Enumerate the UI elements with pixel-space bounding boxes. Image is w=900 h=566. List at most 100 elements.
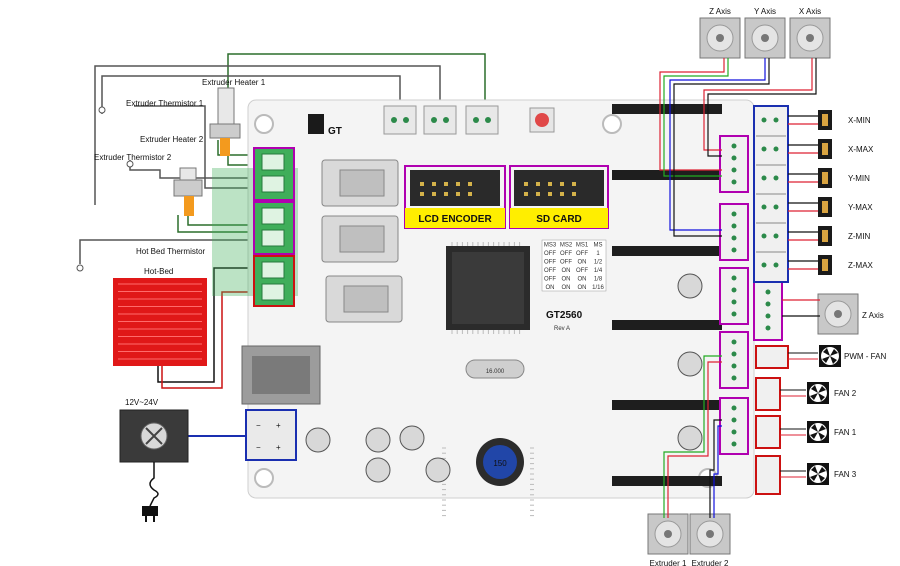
lcd-encoder-label-bg (405, 208, 505, 228)
mosfets (321, 159, 403, 323)
brand-text: GT (328, 126, 342, 137)
revision-label: Rev A (554, 326, 570, 332)
sd-card-label-bg (510, 208, 608, 228)
fan-icon (807, 421, 829, 443)
stepper-motor: Z Axis (699, 7, 741, 59)
mount-hole (254, 114, 274, 134)
crystal: 16.000 (465, 359, 525, 379)
motor-label: X Axis (799, 7, 821, 16)
thermistor-2-icon (126, 160, 134, 168)
label-power-supply: 12V~24V (125, 398, 159, 407)
label-extruder-heater-2: Extruder Heater 2 (140, 135, 204, 144)
driver-socket (612, 170, 722, 180)
screw-terminals (212, 147, 298, 307)
microstep-cell: ON (562, 268, 571, 274)
capacitor (425, 457, 451, 483)
side-motor: Z Axis (817, 293, 884, 335)
power-input: − + − + (245, 409, 297, 461)
microstep-cell: OFF (544, 251, 556, 257)
driver-socket (612, 320, 722, 330)
heater1-body (217, 87, 235, 127)
hot-bed (113, 278, 207, 366)
board: GT (212, 99, 789, 517)
microstep-header: MS (594, 243, 603, 249)
motor-label: Y Axis (754, 7, 776, 16)
microstep-header: MS2 (560, 243, 573, 249)
stepper-motor: Extruder 1 (647, 513, 689, 566)
heater2-nozzle (184, 196, 194, 216)
model-label: GT2560 (546, 310, 583, 321)
microstep-cell: OFF (544, 268, 556, 274)
microstep-cell: OFF (560, 260, 572, 266)
microstep-cell: ON (578, 260, 587, 266)
label-hot-bed-thermistor: Hot Bed Thermistor (136, 247, 206, 256)
bed-thermistor-icon (76, 264, 84, 272)
fan-icon (807, 382, 829, 404)
wire-h2b (177, 215, 252, 233)
bottom-motors: Extruder 1 Extruder 2 (647, 513, 731, 566)
heater1-nozzle (220, 138, 230, 156)
capacitor (365, 457, 391, 483)
motor-label: Extruder 1 (650, 559, 687, 566)
driver-socket (612, 246, 722, 256)
power-supply (119, 409, 189, 522)
thermistor-icons (76, 106, 134, 272)
svg-text:−: − (256, 421, 261, 430)
wire-thermistor2-top (94, 65, 441, 205)
wire-bed-a (157, 267, 252, 383)
capacitors (305, 273, 703, 483)
gt-logo: GT (308, 114, 342, 137)
thermistor-1-icon (98, 106, 106, 114)
fan-connector-pwm (755, 345, 789, 369)
microstep-cell: OFF (560, 251, 572, 257)
label-extruder-thermistor-2: Extruder Thermistor 2 (94, 153, 172, 162)
left-labels: Extruder Heater 1 Extruder Thermistor 1 … (94, 78, 266, 407)
capacitor (365, 427, 391, 453)
mcu-chip (442, 242, 534, 517)
fan-connector-1 (755, 415, 781, 449)
motor-label: Extruder 2 (692, 559, 729, 566)
wire-thermistor1-top (101, 75, 401, 114)
microstep-cell: ON (562, 285, 571, 291)
fan-label: FAN 3 (834, 470, 857, 479)
driver-sockets (612, 104, 722, 486)
microstep-cell: OFF (576, 268, 588, 274)
endstop-switch: Y-MIN (761, 168, 870, 188)
lcd-encoder-label: LCD ENCODER (418, 214, 492, 225)
endstop-switch: Z-MAX (761, 255, 874, 275)
wire-heater1-top (227, 53, 486, 115)
microstep-cell: ON (562, 277, 571, 283)
lcd-encoder-header (410, 170, 500, 206)
label-extruder-heater-1: Extruder Heater 1 (202, 78, 266, 87)
stepper-motor (817, 293, 859, 335)
sd-card-header (514, 170, 604, 206)
microstep-header: MS3 (544, 243, 557, 249)
wire-th1 (134, 105, 252, 189)
microstep-cell: OFF (576, 251, 588, 257)
svg-text:−: − (256, 443, 261, 452)
plug-icon (142, 506, 158, 516)
motor-wires (659, 58, 820, 518)
svg-text:16.000: 16.000 (486, 369, 505, 375)
microstep-cell: 1/16 (592, 285, 604, 291)
svg-text:150: 150 (493, 459, 507, 468)
endstop-switch: Y-MAX (761, 197, 873, 217)
microstep-cell: 1 (596, 251, 600, 257)
driver-socket (612, 400, 722, 410)
extruder-heater-1 (209, 87, 241, 156)
mount-hole (602, 114, 622, 134)
motor-label: Z Axis (709, 7, 731, 16)
microstep-cell: OFF (544, 260, 556, 266)
capacitor (399, 425, 425, 451)
label-extruder-thermistor-1: Extruder Thermistor 1 (126, 99, 204, 108)
microstep-cell: ON (578, 285, 587, 291)
reset-button[interactable] (529, 107, 555, 133)
ribbon-headers: LCD ENCODER SD CARD (404, 165, 609, 229)
wire-bed-thermistor (79, 239, 252, 264)
endstop-label: Z-MIN (848, 232, 870, 241)
fan-connector-3 (755, 455, 781, 495)
endstop-switch: X-MAX (761, 139, 874, 159)
